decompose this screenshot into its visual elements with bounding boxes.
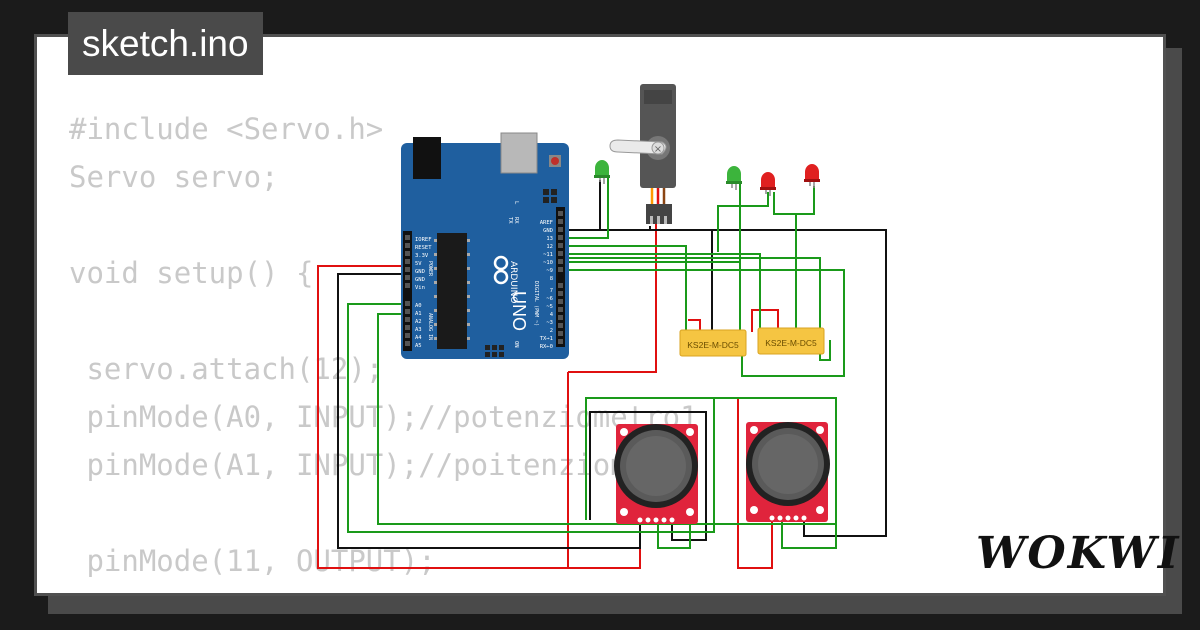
svg-text:×: × [654, 144, 662, 155]
label-a1: A1 [415, 311, 422, 317]
label-analog-group: ANALOG IN [427, 313, 433, 340]
label-a4: A4 [415, 335, 422, 341]
label-a3: A3 [415, 327, 422, 333]
sketch-filename: sketch.ino [68, 12, 263, 75]
relay-2: KS2E-M-DC5 [757, 327, 825, 355]
led-red-1 [760, 172, 776, 196]
joystick-1 [614, 424, 698, 524]
label-power-group: POWER [427, 261, 433, 277]
relay-1: KS2E-M-DC5 [679, 329, 747, 357]
wire-d12 [560, 245, 687, 332]
atmega-chip [437, 233, 467, 349]
wire-gnd-js [589, 411, 707, 541]
arduino-brand: ARDUINO [508, 261, 518, 303]
label-l: L [513, 201, 519, 205]
code-line: pinMode(12, OUTPUT); [69, 585, 698, 593]
label-vin: Vin [415, 285, 425, 291]
wire-d11 [560, 253, 761, 332]
wire-gnd-top [560, 229, 887, 537]
joystick-2 [746, 422, 830, 522]
code-line: pinMode(A0, INPUT);//potenziometro1 [69, 400, 698, 434]
left-header [403, 231, 412, 351]
label-digital-group: DIGITAL (PWM ~) [533, 281, 539, 326]
wire-js2b [781, 520, 837, 549]
label-gnd2: GND [415, 277, 425, 283]
label-a2: A2 [415, 319, 422, 325]
label-d5: ~5 [546, 304, 553, 310]
wire-led2 [717, 192, 769, 252]
code-line: void setup() { [69, 256, 314, 290]
label-rx0: RX←0 [540, 344, 553, 350]
label-rx: RX [513, 217, 519, 224]
label-d6: ~6 [546, 296, 553, 302]
wire-js2 [657, 520, 691, 549]
right-header [556, 207, 565, 347]
label-d11: ~11 [543, 252, 553, 258]
led-green-1 [594, 160, 610, 184]
label-d3: ~3 [546, 320, 553, 326]
label-aref: AREF [540, 220, 553, 226]
wire-d13 [560, 176, 609, 239]
label-a0: A0 [415, 303, 422, 309]
reset-button [551, 157, 559, 165]
led-red-2 [804, 164, 820, 188]
wokwi-logo: WOKWI [976, 528, 1181, 579]
label-d7: 7 [550, 288, 553, 294]
code-line: #include <Servo.h> [69, 112, 384, 146]
relay-2-label: KS2E-M-DC5 [765, 338, 817, 348]
label-5v: 5V [415, 261, 422, 267]
wire-red-relay [688, 319, 701, 332]
relay-1-label: KS2E-M-DC5 [687, 340, 739, 350]
label-tx1: TX→1 [540, 336, 553, 342]
wire-d8 [560, 257, 831, 361]
label-reset: RESET [415, 245, 432, 251]
label-tx: TX [507, 217, 513, 224]
wire-gnd [337, 273, 641, 549]
label-d10: ~10 [543, 260, 553, 266]
wire-d9 [560, 269, 845, 377]
wire-red-relay-b [751, 309, 779, 332]
label-a5: A5 [415, 343, 422, 349]
preview-card: #include <Servo.h> Servo servo; void setup… [34, 34, 1166, 596]
wire-red-relay2 [737, 398, 773, 569]
icsp-header [485, 189, 557, 357]
wires [317, 176, 887, 569]
arduino-logo: ARDUINO [493, 255, 518, 303]
arduino-model: UNO [509, 291, 529, 331]
label-d13: 13 [546, 236, 553, 242]
servo-motor: × [609, 84, 676, 224]
code-listing: #include <Servo.h> Servo servo; void setup… [69, 105, 698, 593]
code-line: Servo servo; [69, 160, 279, 194]
arduino-uno: IOREF RESET 3.3V 5V GND GND Vin A0 A1 A2… [401, 132, 569, 359]
led-green-2 [726, 166, 742, 190]
label-ioref: IOREF [415, 237, 432, 243]
label-d9: ~9 [546, 268, 553, 274]
dc-jack [413, 137, 441, 179]
label-d4: 4 [550, 312, 554, 318]
label-on: ON [513, 341, 519, 348]
code-line: servo.attach(12); [69, 352, 384, 386]
label-gnd-d: GND [543, 228, 553, 234]
wire-a1 [377, 313, 837, 525]
code-line: pinMode(11, OUTPUT); [69, 544, 436, 578]
label-gnd1: GND [415, 269, 425, 275]
wire-led3 [773, 186, 815, 215]
label-3v3: 3.3V [415, 253, 429, 259]
label-d8: 8 [550, 276, 553, 282]
wire-5v [317, 265, 641, 569]
usb-port [500, 132, 538, 174]
label-d2: 2 [550, 328, 553, 334]
label-d12: 12 [546, 244, 553, 250]
